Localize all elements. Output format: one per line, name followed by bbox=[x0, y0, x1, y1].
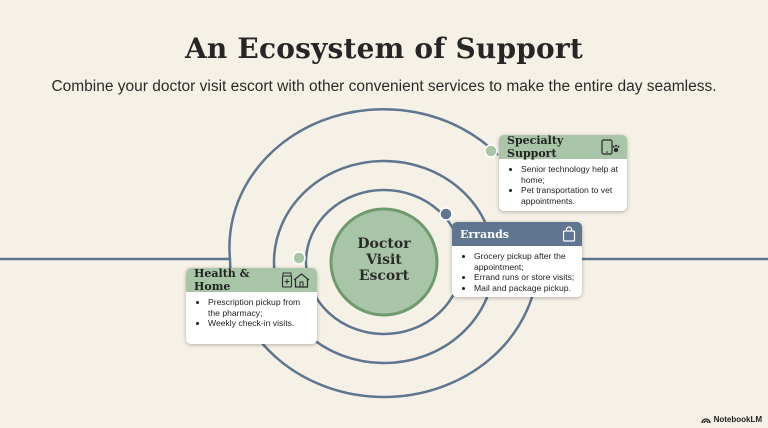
list-item: Grocery pickup after the appointment; bbox=[474, 251, 576, 272]
health-home-title: Health & Home bbox=[194, 268, 250, 293]
page-title: An Ecosystem of Support bbox=[185, 32, 583, 65]
specialty-support-list: Senior technology help at home; Pet tran… bbox=[499, 159, 627, 211]
center-label: Doctor Visit Escort bbox=[342, 236, 426, 284]
center-circle bbox=[329, 207, 439, 317]
house-icon bbox=[293, 273, 310, 288]
list-item: Senior technology help at home; bbox=[521, 164, 621, 185]
specialty-support-title: Specialty Support bbox=[507, 135, 564, 160]
specialty-support-card: Specialty Support Senior technology help… bbox=[499, 135, 627, 211]
errands-title: Errands bbox=[460, 227, 509, 241]
page-subtitle: Combine your doctor visit escort with ot… bbox=[51, 78, 717, 95]
specialty-support-header: Specialty Support bbox=[499, 135, 627, 160]
errands-header: Errands bbox=[452, 222, 582, 246]
brand-mark: NotebookLM bbox=[700, 415, 762, 424]
notebook-logo-icon bbox=[700, 416, 711, 424]
list-item: Pet transportation to vet appointments. bbox=[521, 185, 621, 206]
health-home-list: Prescription pickup from the pharmacy; W… bbox=[186, 292, 317, 335]
list-item: Errand runs or store visits; bbox=[474, 272, 576, 283]
dot-health-home bbox=[292, 251, 306, 265]
paw-icon bbox=[612, 144, 620, 153]
health-home-card: Health & Home Prescription pickup from t… bbox=[186, 268, 317, 344]
errands-card: Errands Grocery pickup after the appoint… bbox=[452, 222, 582, 297]
list-item: Weekly check-in visits. bbox=[208, 318, 311, 329]
list-item: Mail and package pickup. bbox=[474, 283, 576, 294]
health-home-header: Health & Home bbox=[186, 268, 317, 293]
dot-specialty bbox=[484, 144, 498, 158]
list-item: Prescription pickup from the pharmacy; bbox=[208, 297, 311, 318]
outer-ring bbox=[228, 107, 499, 260]
tablet-icon bbox=[601, 139, 621, 155]
center-line-3: Escort bbox=[358, 268, 410, 284]
center-line-2: Visit bbox=[366, 252, 402, 268]
dot-errands bbox=[439, 207, 453, 221]
shopping-bag-icon bbox=[562, 226, 576, 242]
center-line-1: Doctor bbox=[357, 236, 411, 252]
errands-list: Grocery pickup after the appointment; Er… bbox=[452, 246, 582, 297]
brand-name: NotebookLM bbox=[713, 415, 762, 424]
pill-bottle-icon bbox=[281, 272, 311, 288]
